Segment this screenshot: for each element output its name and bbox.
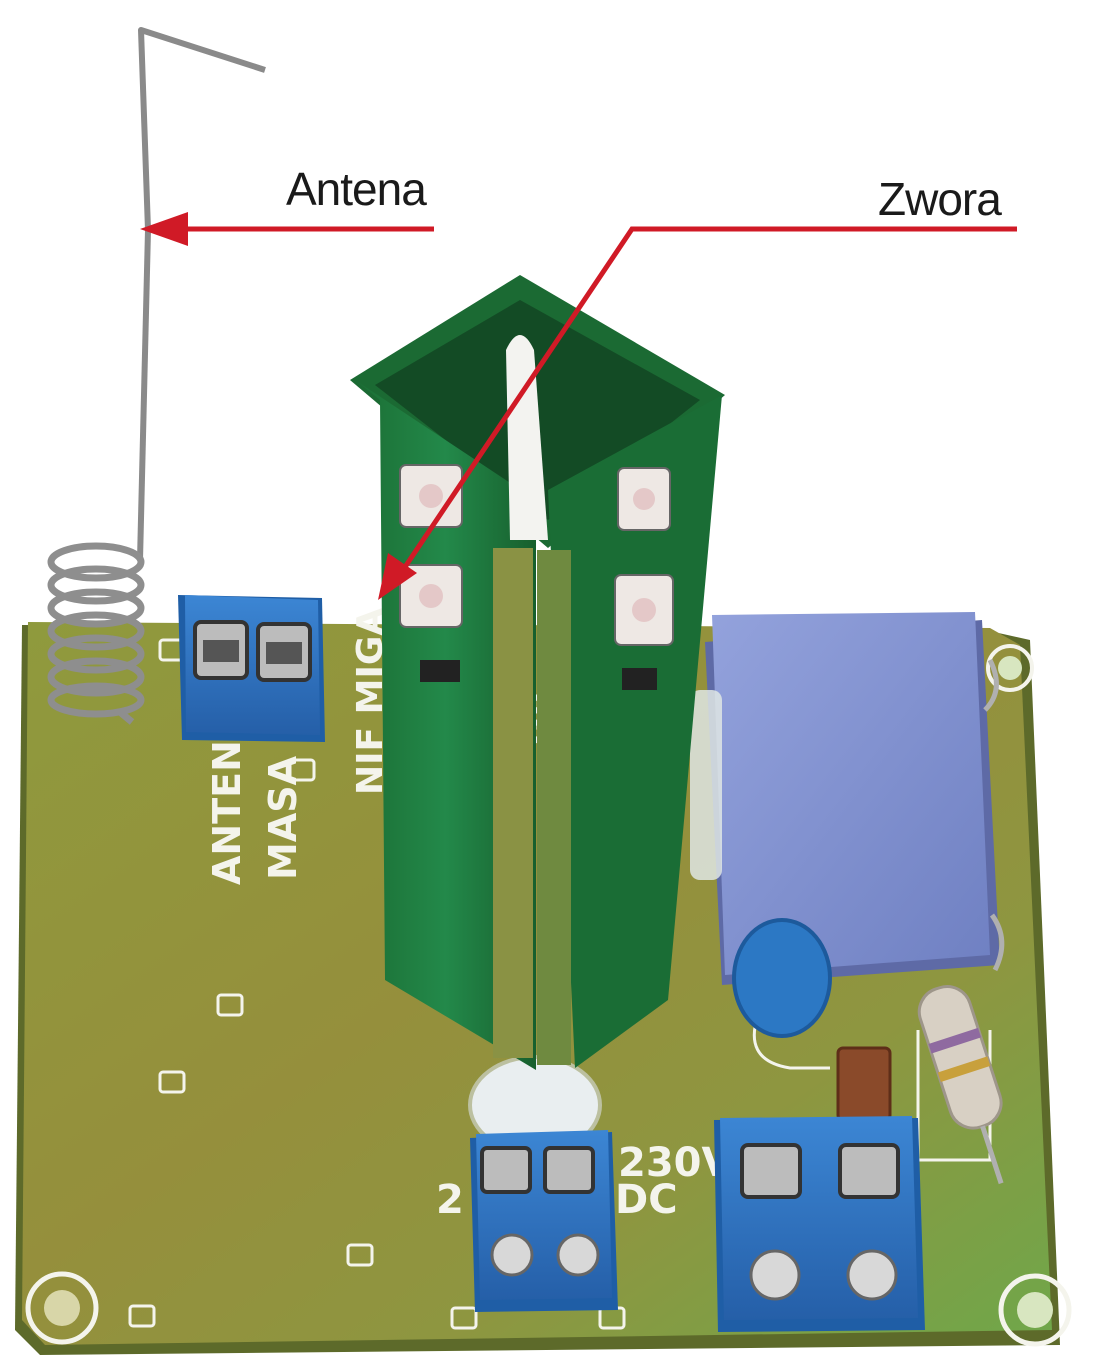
callout-arrows [140,212,1017,600]
solder-pads [128,638,626,1330]
supply-voltage-dc-prefix: 2 [436,1177,464,1223]
supply-voltage-dc-suffix: DC [615,1177,678,1223]
screw [556,1233,600,1277]
resistor [917,985,1004,1185]
mounting-hole [998,1273,1072,1347]
ground-terminal-marking: MASA [261,755,305,880]
screw [490,1233,534,1277]
film-capacitor [836,1046,892,1122]
ceramic-capacitor [732,918,832,1038]
load-terminal-block [714,1116,925,1332]
led [614,574,674,646]
led [399,464,463,528]
relay [690,612,1005,985]
supply-terminal-block [470,1130,618,1312]
antenna-coil [47,542,145,718]
supply-voltage-ac: 230V [618,1140,732,1186]
mounting-hole [986,644,1034,692]
screw [846,1249,898,1301]
arrow-down-left-icon [378,226,1017,600]
led-column [350,275,725,1070]
arrow-left-icon [140,212,434,246]
led [399,564,463,628]
antenna-terminal-block [178,595,325,742]
led [617,467,671,531]
jumper-callout-label: Zwora [878,173,1002,225]
mounting-hole [25,1271,99,1345]
antenna-callout-label: Antena [286,163,427,215]
antenna [47,27,266,725]
screw [749,1249,801,1301]
